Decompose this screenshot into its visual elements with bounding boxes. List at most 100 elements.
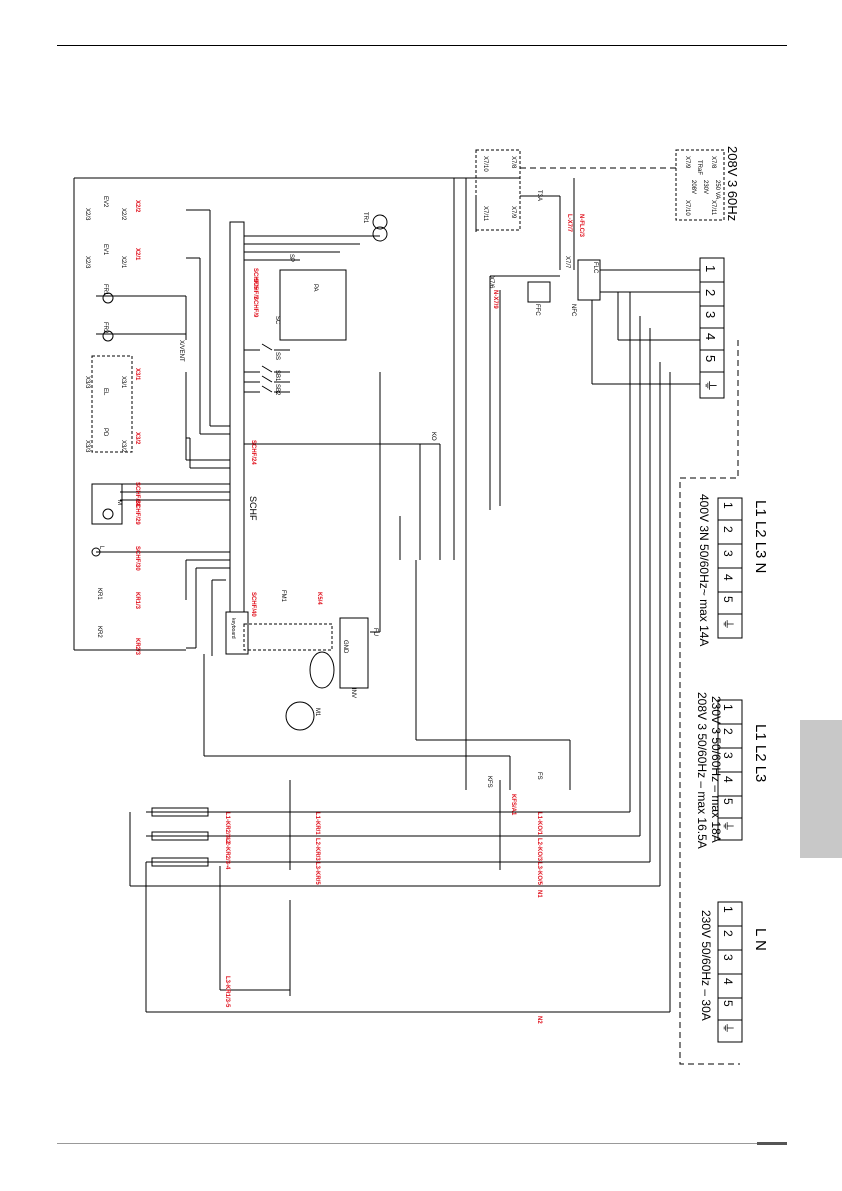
s208-traf: TRaF: [696, 160, 702, 175]
lbl-l1kr1: L1-KR/1: [314, 812, 320, 835]
comp-kfs: KFS: [486, 776, 492, 788]
t1-5: 5: [703, 355, 718, 362]
t1-4: 4: [703, 333, 718, 340]
supply-400v-spec: 400V 3N 50/60Hz~ max 14A: [697, 494, 711, 646]
comp-ko: KO: [430, 432, 436, 441]
supply-230v1-lines: L N: [752, 928, 769, 951]
lbl-x31: X3/1: [134, 368, 140, 381]
comp-pd: PD: [102, 428, 108, 437]
comp-el: EL: [102, 388, 108, 396]
comp-fs: FS: [536, 772, 542, 780]
t230-1-5: 5: [721, 1000, 735, 1007]
comp-sp: SP: [288, 254, 294, 262]
comp-fr1: FR1: [102, 284, 108, 296]
comp-tr1: TR1: [362, 212, 368, 224]
lbl-schf7: SCHF/7: [252, 278, 258, 300]
comp-x32b: X3/2: [120, 440, 126, 453]
lbl-l3ko5: L3-KO/5: [536, 862, 542, 886]
comp-ss: SS: [274, 352, 280, 360]
t1-3: 3: [703, 311, 718, 318]
comp-ev2: EV2: [102, 196, 108, 208]
lbl-lx77: L-X7/7: [566, 214, 572, 233]
lbl-x32: X3/2: [134, 432, 140, 445]
supply-208-label: 208V 3 60Hz: [725, 146, 740, 221]
t230-1-4: 4: [721, 978, 735, 985]
lbl-k54: K5/4: [316, 592, 322, 605]
lbl-schf5: SCHF/5: [252, 268, 258, 290]
lbl-schf24: SCHF/24: [250, 440, 256, 465]
comp-sb2: SB2: [274, 384, 280, 396]
comp-x23a: X2/3: [84, 208, 90, 221]
comp-keyboard: keyboard: [230, 618, 236, 639]
comp-kr2: KR2: [96, 626, 102, 638]
t230-3-5: 5: [721, 798, 735, 805]
supply-400v-lines: L1 L2 L3 N: [752, 500, 769, 573]
comp-x711: X7/11: [482, 206, 488, 222]
comp-x33a: X3/3: [84, 376, 90, 389]
t230-3-1: 1: [721, 704, 735, 711]
supply-230v1-spec: 230V 50/60Hz – 30A: [699, 910, 713, 1021]
lbl-nx79: N-X7/9: [492, 290, 498, 309]
t230-1-1: 1: [721, 906, 735, 913]
t400-5: 5: [721, 596, 735, 603]
supply-230v-1ph: L N 230V 50/60Hz – 30A 1 2 3 4 5 ⏚: [699, 906, 769, 1034]
t230-1-2: 2: [721, 930, 735, 937]
comp-sc: SC: [274, 316, 280, 325]
lbl-l1ko1: L1-KO/1: [536, 812, 542, 836]
t230-3-gnd: ⏚: [721, 820, 735, 832]
t400-3: 3: [721, 550, 735, 557]
comp-t3a: T3A: [536, 190, 542, 201]
comp-l: L: [98, 546, 104, 550]
comp-xvent: X/VENT: [178, 340, 184, 362]
t1-gnd: ⏚: [703, 379, 718, 392]
comp-x21b: X2/1: [120, 256, 126, 269]
lbl-l2ko3: L2-KO/3: [536, 838, 542, 862]
comp-schf: SCHF: [248, 496, 258, 521]
footer-rule-accent: [757, 1142, 787, 1145]
lbl-l2kr3: L2-KR/3: [314, 838, 320, 861]
t400-gnd: ⏚: [721, 618, 735, 630]
s208-208v: 208V: [690, 180, 696, 194]
comp-kr1: KR1: [96, 588, 102, 600]
t400-1: 1: [721, 502, 735, 509]
comp-sb: SB1: [274, 370, 280, 382]
comp-m1: M1: [314, 708, 320, 717]
comp-fr2: FR2: [102, 322, 108, 334]
header-rule: [57, 45, 787, 46]
lbl-kfsa1: KFS/A1: [510, 794, 516, 816]
lbl-schf30: SCHF/30: [134, 546, 140, 571]
supply-230v3-spec2: 208V 3 50/60Hz – max 16.5A: [695, 692, 709, 849]
comp-x710: X7/10: [482, 156, 488, 172]
comp-x23b: X2/3: [84, 256, 90, 269]
t230-1-3: 3: [721, 954, 735, 961]
lbl-schf28: SCHF/28: [134, 482, 140, 507]
lbl-kr23: KR2/3: [134, 638, 140, 656]
comp-fm1: FM1: [280, 590, 286, 603]
t230-3-3: 3: [721, 752, 735, 759]
lbl-x22: X2/2: [134, 200, 140, 213]
lbl-nflc3: N-FLC/3: [578, 214, 584, 238]
comp-x76: X7/6: [488, 276, 494, 289]
lbl-l3kr135: L3-KR1/3-5: [224, 976, 230, 1008]
terminal-block-main: 1 2 3 4 5 ⏚: [703, 265, 718, 392]
comp-ev1: EV1: [102, 244, 108, 256]
footer-rule: [57, 1143, 757, 1144]
lbl-n2: N2: [536, 1016, 542, 1024]
t230-3-2: 2: [721, 728, 735, 735]
supply-230v3-spec1: 230V 3 50/60Hz – max 18A: [709, 696, 723, 843]
t1-2: 2: [703, 289, 718, 296]
section-tab: [800, 720, 842, 858]
lbl-kr13: KR1/3: [134, 592, 140, 610]
lbl-schf29: SCHF/29: [134, 500, 140, 525]
lbl-l3kr5: L3-KR/5: [314, 862, 320, 885]
lbl-l1kr232: L1-KR2/3-2: [224, 812, 230, 844]
s208-x79: X7/9: [684, 156, 690, 169]
s208-x711: X7/11: [710, 200, 716, 216]
s208-x78: X7/8: [710, 156, 716, 169]
lbl-x21: X2/1: [134, 248, 140, 261]
t400-4: 4: [721, 574, 735, 581]
comp-pa: PA: [312, 284, 318, 292]
lbl-n1: N1: [536, 890, 542, 898]
comp-x78: X7/8: [510, 156, 516, 169]
